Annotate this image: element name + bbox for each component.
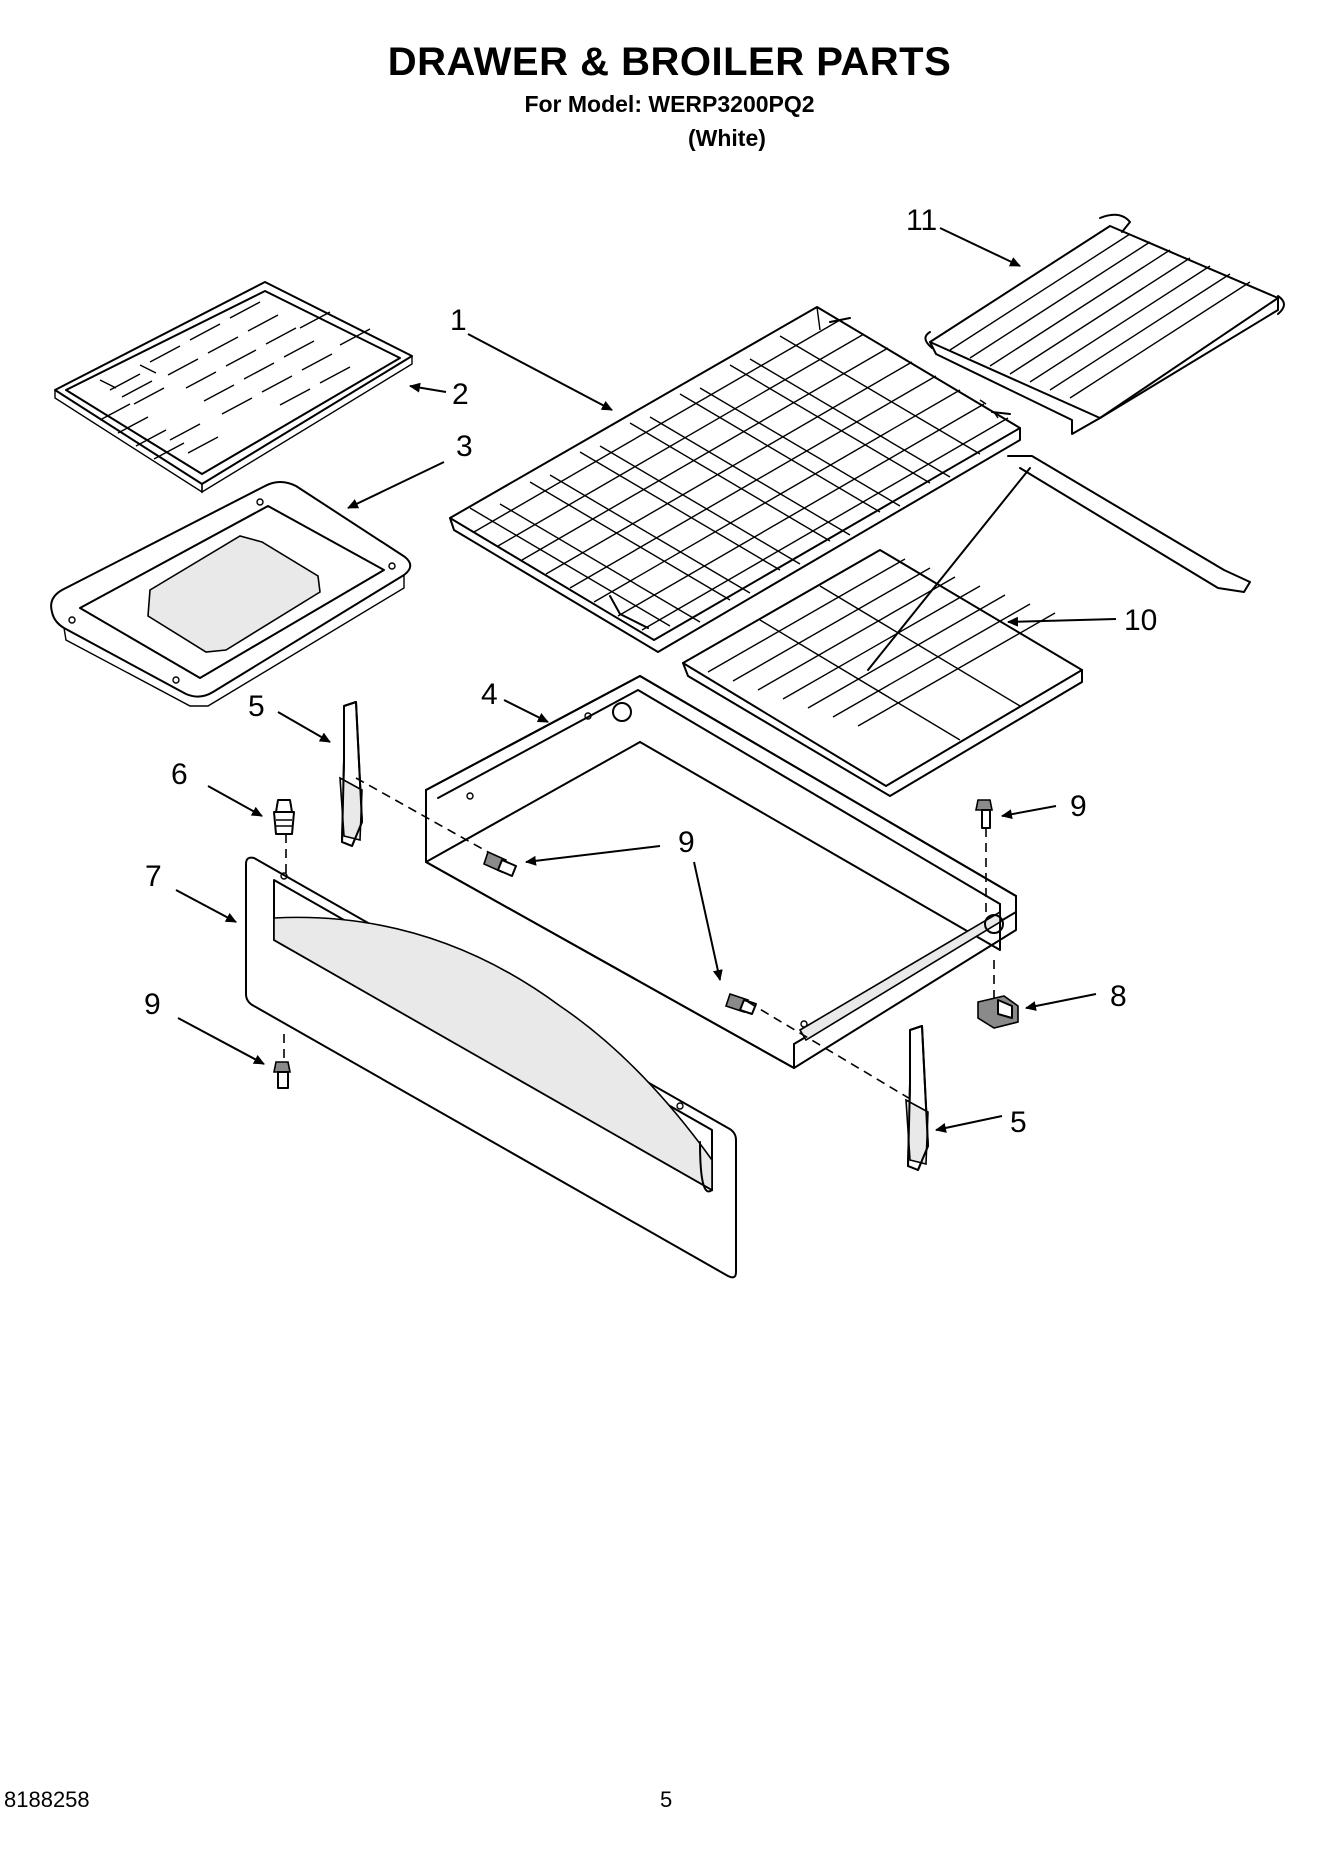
callout-2: 2 [452, 378, 469, 411]
broiler-pan [50, 481, 412, 707]
oven-rack [449, 306, 1021, 653]
broiler-pan-grid [54, 281, 413, 494]
callout-6: 6 [171, 758, 188, 791]
callout-1: 1 [450, 304, 467, 337]
callout-4: 4 [481, 678, 498, 711]
callout-10: 10 [1124, 604, 1157, 637]
callout-9c: 9 [144, 988, 161, 1021]
page-number: 5 [660, 1787, 673, 1812]
callout-8: 8 [1110, 980, 1127, 1013]
document-number: 8188258 [4, 1787, 90, 1812]
callout-9a: 9 [1070, 790, 1087, 823]
callout-11: 11 [906, 204, 937, 237]
stud-fastener [273, 799, 295, 835]
page-title: DRAWER & BROILER PARTS [387, 40, 952, 84]
color-variant: (White) [688, 125, 766, 151]
drawer-rack [682, 455, 1251, 797]
drawer-body [425, 675, 1017, 1069]
callout-9b: 9 [678, 826, 695, 859]
drawer-clip [977, 995, 1019, 1029]
assembly-lines [283, 777, 995, 1101]
slide-guide-right [905, 1025, 929, 1171]
screw-c [975, 799, 993, 829]
callout-3: 3 [456, 430, 473, 463]
callout-7: 7 [145, 860, 162, 893]
screw-d [273, 1061, 291, 1089]
callout-5a: 5 [248, 690, 265, 723]
leader-lines [175, 227, 1117, 1133]
slide-guide-left [339, 701, 363, 847]
model-line: For Model: WERP3200PQ2 [524, 91, 815, 117]
screw-a [483, 850, 517, 877]
callout-5b: 5 [1010, 1106, 1027, 1139]
drawer-front-panel [245, 856, 737, 1279]
small-broiler-rack [924, 213, 1285, 435]
